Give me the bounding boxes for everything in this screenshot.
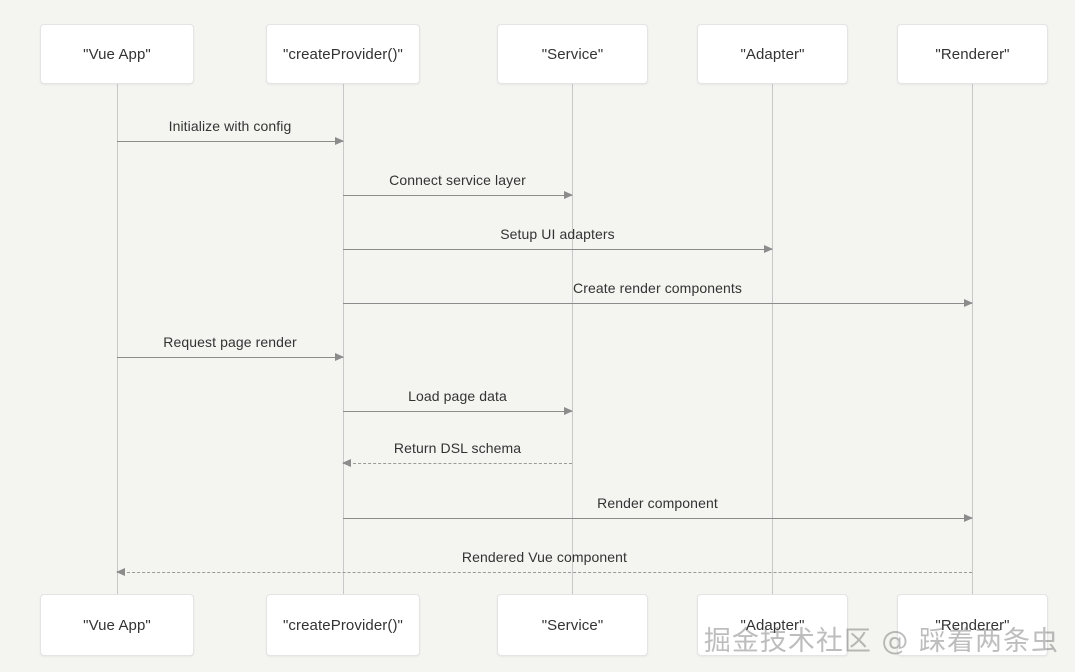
participant-label: "Service"	[541, 616, 604, 634]
lifeline-service	[572, 84, 573, 594]
participant-top-service[interactable]: "Service"	[497, 24, 648, 84]
message-line	[343, 463, 572, 464]
participant-label: "Renderer"	[935, 616, 1010, 634]
message-line	[343, 195, 572, 196]
arrowhead-icon	[964, 298, 973, 307]
participant-bottom-service[interactable]: "Service"	[497, 594, 648, 656]
message-line	[117, 357, 343, 358]
arrowhead-icon	[764, 244, 773, 253]
participant-label: "Adapter"	[740, 45, 805, 63]
arrowhead-icon	[116, 567, 125, 576]
lifeline-renderer	[972, 84, 973, 594]
lifeline-adapter	[772, 84, 773, 594]
participant-label: "Renderer"	[935, 45, 1010, 63]
message-label: Return DSL schema	[393, 440, 522, 456]
participant-label: "Vue App"	[83, 45, 151, 63]
lifeline-createprovider	[343, 84, 344, 594]
arrowhead-icon	[342, 458, 351, 467]
message-line	[343, 518, 972, 519]
message-line	[343, 249, 772, 250]
message-label: Render component	[597, 495, 718, 511]
arrowhead-icon	[564, 406, 573, 415]
participant-label: "Vue App"	[83, 616, 151, 634]
participant-bottom-vue-app[interactable]: "Vue App"	[40, 594, 194, 656]
participant-bottom-adapter[interactable]: "Adapter"	[697, 594, 848, 656]
arrowhead-icon	[564, 190, 573, 199]
message-label: Initialize with config	[168, 118, 292, 134]
lifeline-vue-app	[117, 84, 118, 594]
message-label: Setup UI adapters	[500, 226, 615, 242]
participant-label: "createProvider()"	[283, 45, 403, 63]
participant-top-createprovider[interactable]: "createProvider()"	[266, 24, 420, 84]
message-label: Create render components	[573, 280, 742, 296]
participant-label: "createProvider()"	[283, 616, 403, 634]
message-line	[117, 572, 972, 573]
participant-bottom-createprovider[interactable]: "createProvider()"	[266, 594, 420, 656]
message-line	[343, 303, 972, 304]
message-label: Load page data	[408, 388, 507, 404]
arrowhead-icon	[335, 352, 344, 361]
participant-top-vue-app[interactable]: "Vue App"	[40, 24, 194, 84]
message-label: Connect service layer	[389, 172, 526, 188]
participant-top-adapter[interactable]: "Adapter"	[697, 24, 848, 84]
participant-label: "Service"	[541, 45, 604, 63]
participant-bottom-renderer[interactable]: "Renderer"	[897, 594, 1048, 656]
message-label: Request page render	[163, 334, 297, 350]
message-label: Rendered Vue component	[461, 549, 628, 565]
arrowhead-icon	[964, 513, 973, 522]
message-line	[117, 141, 343, 142]
participant-label: "Adapter"	[740, 616, 805, 634]
participant-top-renderer[interactable]: "Renderer"	[897, 24, 1048, 84]
message-line	[343, 411, 572, 412]
arrowhead-icon	[335, 136, 344, 145]
